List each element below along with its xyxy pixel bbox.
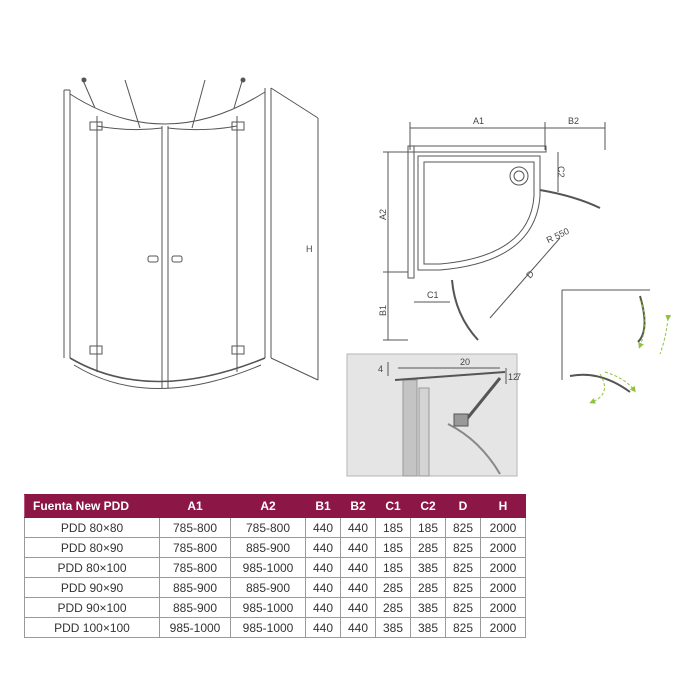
plan-d-label: D	[524, 268, 536, 280]
table-header-row: Fuenta New PDD A1 A2 B1 B2 C1 C2 D H	[24, 494, 526, 518]
detail-dimension-12: 12	[508, 372, 518, 382]
cell-h: 2000	[480, 577, 526, 598]
header-c2: C2	[410, 494, 446, 518]
plan-b2-label: B2	[568, 116, 579, 126]
cell-d: 825	[445, 597, 481, 618]
plan-c1-label: C1	[427, 290, 439, 300]
table-row: PDD 100×100 985-1000 985-1000 440 440 38…	[24, 617, 526, 638]
cell-a2: 985-1000	[230, 617, 306, 638]
cell-a1: 785-800	[159, 557, 231, 578]
cell-b1: 440	[305, 577, 341, 598]
cell-b1: 440	[305, 557, 341, 578]
cell-c2: 285	[410, 577, 446, 598]
cell-model: PDD 80×80	[24, 517, 160, 538]
cell-b2: 440	[340, 517, 376, 538]
cell-a1: 785-800	[159, 517, 231, 538]
cell-b2: 440	[340, 597, 376, 618]
plan-a1-label: A1	[473, 116, 484, 126]
cell-model: PDD 100×100	[24, 617, 160, 638]
header-c1: C1	[375, 494, 411, 518]
cell-a2: 785-800	[230, 517, 306, 538]
cell-a1: 985-1000	[159, 617, 231, 638]
cell-c2: 385	[410, 617, 446, 638]
cell-c1: 285	[375, 577, 411, 598]
cell-model: PDD 90×90	[24, 577, 160, 598]
cell-c1: 185	[375, 557, 411, 578]
cell-b1: 440	[305, 537, 341, 558]
detail-dimension-20: 20	[460, 357, 470, 367]
cell-h: 2000	[480, 557, 526, 578]
cell-model: PDD 80×90	[24, 537, 160, 558]
table-row: PDD 80×100 785-800 985-1000 440 440 185 …	[24, 557, 526, 578]
header-model: Fuenta New PDD	[24, 494, 160, 518]
cell-model: PDD 90×100	[24, 597, 160, 618]
plan-radius-label: R 550	[545, 226, 571, 245]
cell-a1: 885-900	[159, 597, 231, 618]
cell-c2: 285	[410, 537, 446, 558]
header-h: H	[480, 494, 526, 518]
table-row: PDD 80×90 785-800 885-900 440 440 185 28…	[24, 537, 526, 558]
plan-a2-label: A2	[378, 209, 388, 220]
cell-b2: 440	[340, 557, 376, 578]
cell-d: 825	[445, 537, 481, 558]
cell-d: 825	[445, 517, 481, 538]
cell-b2: 440	[340, 617, 376, 638]
cell-b1: 440	[305, 617, 341, 638]
header-a2: A2	[230, 494, 306, 518]
door-opening-sketch	[561, 289, 672, 404]
table-row: PDD 90×90 885-900 885-900 440 440 285 28…	[24, 577, 526, 598]
front-view-drawing	[63, 77, 319, 389]
cell-c2: 385	[410, 557, 446, 578]
cell-a1: 885-900	[159, 577, 231, 598]
cell-c2: 385	[410, 597, 446, 618]
cell-h: 2000	[480, 517, 526, 538]
detail-dimension-7: 7	[516, 372, 521, 382]
technical-drawings: H A1 B2 A2 B1 C1 C2 R 550 D	[63, 77, 672, 477]
cell-d: 825	[445, 557, 481, 578]
cell-d: 825	[445, 577, 481, 598]
cell-a2: 985-1000	[230, 597, 306, 618]
cell-h: 2000	[480, 537, 526, 558]
cell-a2: 885-900	[230, 577, 306, 598]
cell-h: 2000	[480, 597, 526, 618]
cell-a2: 885-900	[230, 537, 306, 558]
cell-h: 2000	[480, 617, 526, 638]
header-a1: A1	[159, 494, 231, 518]
cell-c1: 185	[375, 517, 411, 538]
cell-b2: 440	[340, 537, 376, 558]
cell-c1: 285	[375, 597, 411, 618]
plan-b1-label: B1	[378, 305, 388, 316]
cell-d: 825	[445, 617, 481, 638]
cell-c1: 185	[375, 537, 411, 558]
cell-b2: 440	[340, 577, 376, 598]
header-b1: B1	[305, 494, 341, 518]
table-row: PDD 90×100 885-900 985-1000 440 440 285 …	[24, 597, 526, 618]
cell-a2: 985-1000	[230, 557, 306, 578]
dimensions-table: Fuenta New PDD A1 A2 B1 B2 C1 C2 D H PDD…	[24, 494, 526, 638]
table-row: PDD 80×80 785-800 785-800 440 440 185 18…	[24, 517, 526, 538]
plan-view-drawing	[383, 122, 606, 341]
cell-c2: 185	[410, 517, 446, 538]
plan-c2-label: C2	[556, 166, 566, 178]
cell-a1: 785-800	[159, 537, 231, 558]
header-b2: B2	[340, 494, 376, 518]
detail-dimension-4: 4	[378, 364, 383, 374]
cell-b1: 440	[305, 597, 341, 618]
detail-view	[346, 353, 518, 477]
cell-model: PDD 80×100	[24, 557, 160, 578]
cell-c1: 385	[375, 617, 411, 638]
cell-b1: 440	[305, 517, 341, 538]
header-d: D	[445, 494, 481, 518]
front-height-label: H	[306, 244, 313, 254]
